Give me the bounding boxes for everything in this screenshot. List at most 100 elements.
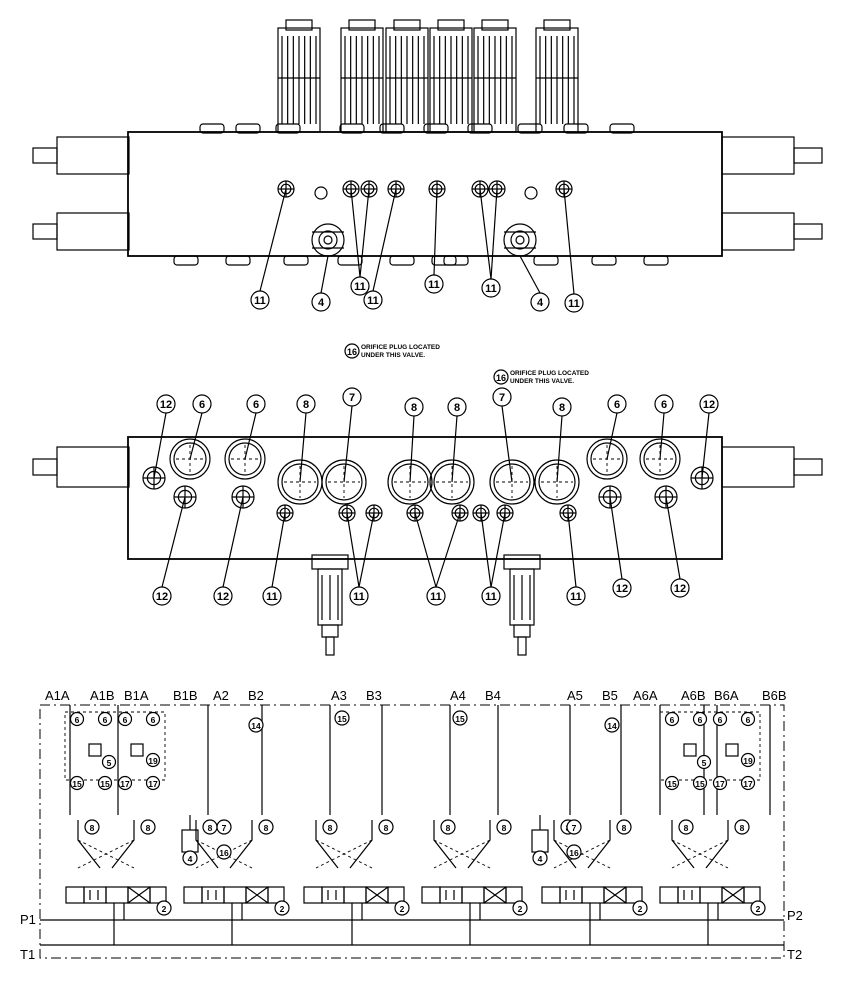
leader-line (519, 255, 541, 294)
hex-nut (389, 255, 415, 266)
leader-line (490, 512, 506, 588)
callout-12-label: 12 (156, 591, 168, 603)
side-manifold-body (127, 436, 723, 560)
port-label-t1: T1 (20, 947, 35, 962)
leader-line (299, 412, 307, 483)
callout-8-label: 8 (446, 823, 451, 833)
port-label-b1b: B1B (173, 688, 198, 703)
callout-circle (246, 394, 266, 414)
orifice-note-line1: ORIFICE PLUG LOCATED (361, 344, 440, 351)
callout-12-label: 12 (674, 583, 686, 595)
callout-6: 6 (712, 711, 728, 727)
leader-line (359, 188, 370, 278)
callout-11-label: 11 (353, 591, 365, 603)
callout-17-label: 17 (120, 779, 130, 789)
leader-line (609, 496, 623, 580)
callout-15-label: 15 (667, 779, 677, 789)
pilot-block-outline (659, 711, 761, 781)
callout-8: 8 (258, 819, 274, 835)
callout-6: 6 (69, 711, 85, 727)
orifice-note-line1: ORIFICE PLUG LOCATED (510, 370, 589, 377)
callout-6-label: 6 (718, 715, 723, 725)
callout-8: 8 (202, 819, 218, 835)
port-label-b4: B4 (485, 688, 501, 703)
callout-11: 11 (262, 586, 282, 606)
callout-circle (216, 819, 232, 835)
spool-box (105, 886, 129, 904)
port-8 (321, 459, 367, 505)
port-8 (489, 459, 535, 505)
callout-14-label: 14 (607, 721, 617, 731)
callout-8: 8 (447, 397, 467, 417)
port-inner (643, 442, 677, 476)
callout-2: 2 (512, 900, 528, 916)
callout-circle (192, 394, 212, 414)
callout-12: 12 (152, 586, 172, 606)
callout-8-label: 8 (303, 399, 309, 411)
port-inner (590, 442, 624, 476)
solenoid-coil (340, 19, 384, 133)
solenoid-box (387, 886, 405, 904)
callout-12: 12 (670, 578, 690, 598)
callout-12: 12 (699, 394, 719, 414)
port-outer (169, 438, 211, 480)
hex-nut (591, 255, 617, 266)
leader-line (501, 405, 513, 483)
callout-6: 6 (97, 711, 113, 727)
callout-11-label: 11 (367, 295, 379, 307)
callout-12-label: 12 (160, 399, 172, 411)
callout-4-label: 4 (538, 854, 543, 864)
callout-2: 2 (750, 900, 766, 916)
callout-circle (322, 819, 338, 835)
callout-14: 14 (248, 717, 264, 733)
spool-cross (127, 886, 151, 904)
port-inner (173, 442, 207, 476)
leader-line (161, 496, 186, 588)
callout-circle (311, 292, 331, 312)
spool-box (581, 886, 605, 904)
port-8 (534, 459, 580, 505)
callout-12-label: 12 (703, 399, 715, 411)
port-label-b6a: B6A (714, 688, 739, 703)
callout-4-label: 4 (188, 854, 193, 864)
callout-2-label: 2 (518, 904, 523, 914)
spool-box (321, 886, 345, 904)
spool-arrows (565, 890, 575, 900)
top-manifold-body (127, 131, 723, 257)
orifice-note-right: 16 ORIFICE PLUG LOCATED UNDER THIS VALVE… (493, 369, 589, 385)
callout-17-label: 17 (148, 779, 158, 789)
callout-circle (152, 586, 172, 606)
spool-box (223, 886, 247, 904)
callout-6-label: 6 (614, 399, 620, 411)
pilot-cross (433, 839, 491, 869)
port-outer (639, 438, 681, 480)
plug-port (314, 186, 328, 200)
spool-box (461, 886, 485, 904)
port-label-b1a: B1A (124, 688, 149, 703)
callout-11: 11 (424, 274, 444, 294)
callout-6-label: 6 (253, 399, 259, 411)
callout-11: 11 (481, 278, 501, 298)
port-label-p1: P1 (20, 912, 36, 927)
coil-cap (285, 19, 313, 31)
callout-2: 2 (156, 900, 172, 916)
leader-line (659, 412, 665, 460)
hex-nut (423, 123, 449, 134)
spool-end (659, 886, 679, 904)
spool-end (421, 886, 441, 904)
callout-circle (712, 775, 728, 791)
hex-nut (235, 123, 261, 134)
callout-11: 11 (350, 276, 370, 296)
callout-11: 11 (564, 293, 584, 313)
callout-8: 8 (552, 397, 572, 417)
callout-15-label: 15 (455, 714, 465, 724)
callout-19-label: 19 (743, 756, 753, 766)
port-label-p2: P2 (787, 908, 803, 923)
callout-12-label: 12 (217, 591, 229, 603)
callout-4-label: 4 (318, 297, 325, 309)
callout-15: 15 (692, 775, 708, 791)
solenoid-coil (429, 19, 473, 133)
